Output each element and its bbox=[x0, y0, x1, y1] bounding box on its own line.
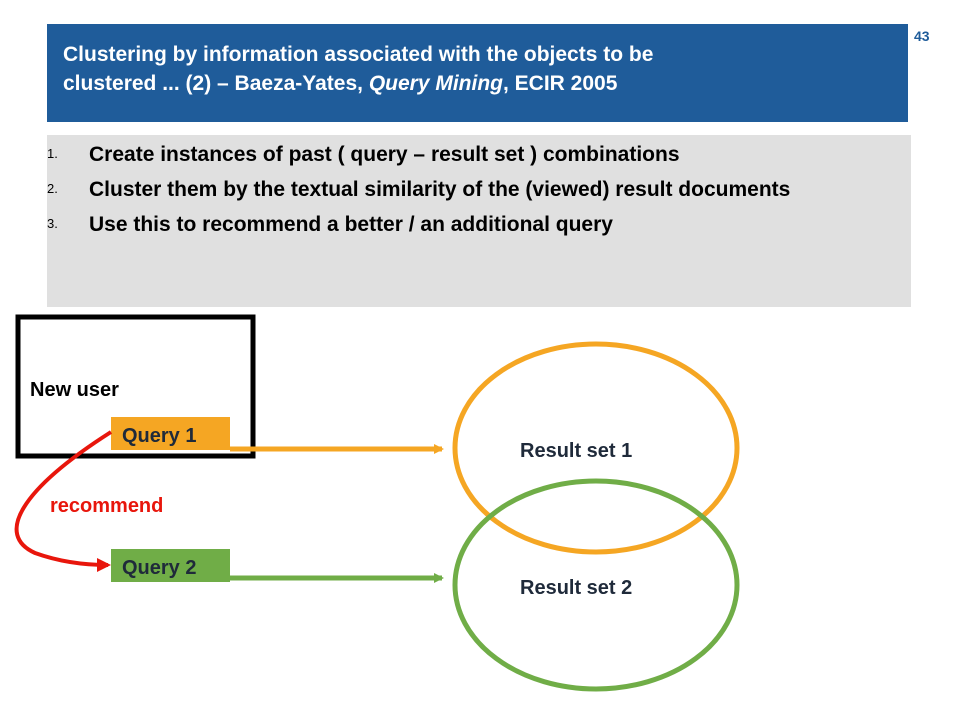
step-text: Create instances of past ( query – resul… bbox=[89, 143, 680, 166]
step-number: 3. bbox=[47, 216, 58, 231]
query-1-box bbox=[111, 417, 230, 450]
title-line-2-italic: Query Mining bbox=[368, 72, 503, 95]
result-set-2-label: Result set 2 bbox=[520, 577, 632, 599]
step-text: Cluster them by the textual similarity o… bbox=[89, 178, 791, 201]
title-line-2-prefix: clustered ... (2) – Baeza-Yates, bbox=[63, 72, 369, 95]
new-user-label: New user bbox=[30, 379, 119, 401]
page-number: 43 bbox=[914, 28, 930, 44]
new-user-box bbox=[15, 314, 256, 459]
title-line-2-suffix: , ECIR 2005 bbox=[503, 72, 618, 95]
result-set-1-ellipse bbox=[452, 341, 740, 555]
step-item-2: 2. Cluster them by the textual similarit… bbox=[47, 176, 901, 204]
step-item-3: 3. Use this to recommend a better / an a… bbox=[47, 211, 901, 239]
slide-title: Clustering by information associated wit… bbox=[47, 24, 908, 122]
result-set-2-ellipse bbox=[452, 478, 740, 692]
step-text: Use this to recommend a better / an addi… bbox=[89, 213, 613, 236]
step-number: 1. bbox=[47, 146, 58, 161]
steps-list: 1. Create instances of past ( query – re… bbox=[47, 135, 911, 307]
recommend-label: recommend bbox=[50, 495, 163, 517]
query-1-label: Query 1 bbox=[122, 425, 196, 447]
title-line-1: Clustering by information associated wit… bbox=[63, 43, 654, 66]
title-line-2: clustered ... (2) – Baeza-Yates, Query M… bbox=[63, 69, 894, 98]
result-set-1-label: Result set 1 bbox=[520, 440, 632, 462]
query-2-label: Query 2 bbox=[122, 557, 196, 579]
step-item-1: 1. Create instances of past ( query – re… bbox=[47, 141, 901, 169]
step-number: 2. bbox=[47, 181, 58, 196]
query-2-box bbox=[111, 549, 230, 582]
recommend-arrow bbox=[14, 430, 113, 572]
